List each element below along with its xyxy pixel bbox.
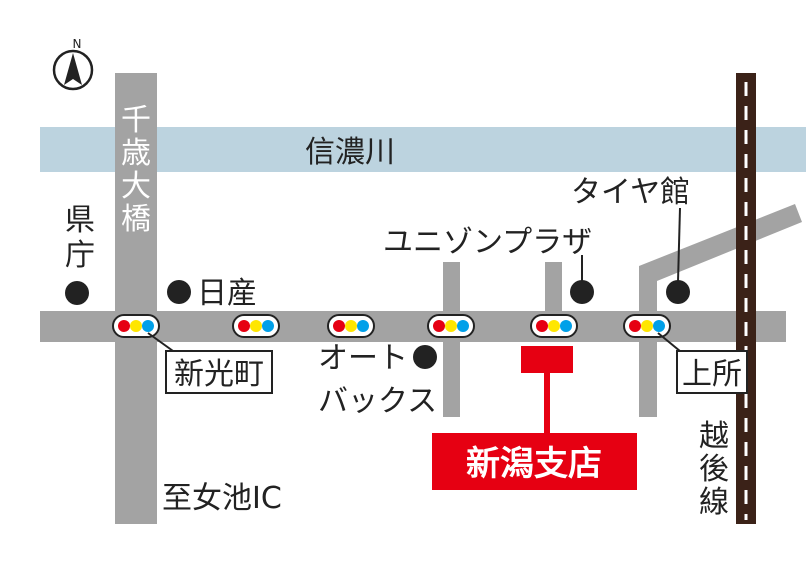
autobacs-marker — [413, 345, 437, 369]
unizon-plaza-label: ユニゾンプラザ — [383, 225, 592, 260]
shinkocho-label-box — [165, 350, 273, 394]
compass-label: N — [73, 37, 82, 51]
kamitokoro-label-box — [676, 350, 748, 394]
north-arrow-icon: N — [52, 37, 94, 91]
store-building-marker — [521, 346, 573, 373]
river-band — [40, 127, 806, 172]
store-leader-line — [544, 373, 550, 435]
prefectural-office-char-2: 庁 — [65, 238, 95, 273]
store-label-box — [432, 433, 637, 490]
traffic-signal — [112, 314, 160, 338]
river-label: 信濃川 — [305, 135, 395, 170]
to-menoike-ic-label: 至女池IC — [162, 481, 282, 516]
kamitokoro-label: 上所 — [682, 357, 742, 392]
autobacs-label-line1: オート — [318, 341, 408, 376]
chitose-ohashi-char-4: 橋 — [121, 202, 151, 237]
chitose-ohashi-char-3: 大 — [121, 169, 151, 204]
traffic-signal — [530, 314, 578, 338]
autobacs-label-line2: バックス — [318, 384, 437, 419]
chitose-ohashi-char-1: 千 — [121, 103, 151, 138]
nissan-label: 日産 — [197, 276, 257, 311]
traffic-signal — [327, 314, 375, 338]
chitose-ohashi-char-2: 歳 — [121, 136, 151, 171]
unizon-plaza-marker — [570, 280, 594, 304]
echigo-line-char-2: 後 — [699, 452, 729, 487]
nissan-marker — [167, 280, 191, 304]
side-road-c — [639, 204, 802, 417]
prefectural-office-marker — [65, 281, 89, 305]
tire-hall-marker — [666, 280, 690, 304]
tire-hall-label: タイヤ館 — [571, 175, 690, 210]
tire-hall-leader — [677, 207, 681, 283]
echigo-line-char-1: 越 — [699, 419, 729, 454]
prefectural-office-char-1: 県 — [65, 203, 95, 238]
traffic-signal — [232, 314, 280, 338]
traffic-signal — [427, 314, 475, 338]
echigo-line-char-3: 線 — [699, 485, 729, 520]
traffic-signal — [623, 314, 671, 338]
store-label: 新潟支店 — [466, 444, 602, 484]
main-road-vertical — [115, 73, 157, 524]
shinkocho-label: 新光町 — [174, 357, 264, 392]
